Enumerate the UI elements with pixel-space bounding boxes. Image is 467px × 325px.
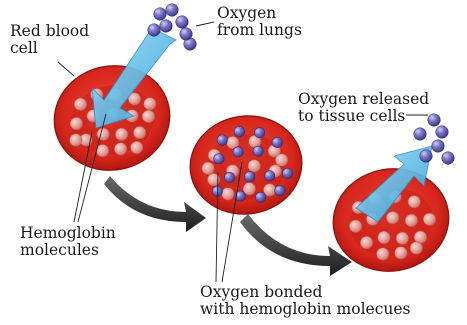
- label-red-blood-cell-line-1: Red blood: [10, 23, 89, 40]
- label-oxygen-bonded-line-1: Oxygen bonded: [200, 284, 411, 301]
- label-oxygen-released-line-2: to tissue cells: [298, 108, 429, 125]
- free-oxygen-molecule: [154, 8, 167, 21]
- label-oxygen-from-lungs: Oxygen from lungs: [217, 5, 302, 39]
- free-oxygen-molecule: [160, 20, 173, 33]
- released-oxygen-molecule: [432, 140, 445, 153]
- label-red-blood-cell-line-2: cell: [10, 40, 89, 57]
- flow-arrow-1: [104, 176, 206, 232]
- label-oxygen-from-lungs-line-1: Oxygen: [217, 5, 302, 22]
- leader-red-blood-cell: [58, 62, 74, 76]
- label-oxygen-released-line-1: Oxygen released: [298, 91, 429, 108]
- free-oxygen-molecule: [180, 28, 193, 41]
- released-oxygen-molecule: [436, 126, 449, 139]
- label-oxygen-from-lungs-line-2: from lungs: [217, 22, 302, 39]
- leader-oxygen-from-lungs: [196, 22, 214, 26]
- released-oxygen-molecule: [442, 152, 455, 165]
- released-oxygen-molecule: [428, 114, 441, 127]
- label-hemoglobin-molecules-line-1: Hemoglobin: [20, 225, 116, 242]
- free-oxygen-molecule: [148, 24, 161, 37]
- released-oxygen-molecule: [414, 128, 427, 141]
- label-oxygen-bonded: Oxygen bonded with hemoglobin molecues: [200, 284, 411, 318]
- free-oxygen-molecule: [166, 4, 179, 17]
- red-blood-cell-2: [184, 109, 309, 222]
- label-red-blood-cell: Red blood cell: [10, 23, 89, 57]
- free-oxygen-molecule: [176, 16, 189, 29]
- label-hemoglobin-molecules: Hemoglobin molecules: [20, 225, 116, 259]
- label-oxygen-released: Oxygen released to tissue cells: [298, 91, 429, 125]
- label-oxygen-bonded-line-2: with hemoglobin molecues: [200, 301, 411, 318]
- label-hemoglobin-molecules-line-2: molecules: [20, 242, 116, 259]
- released-oxygen-molecule: [420, 150, 433, 163]
